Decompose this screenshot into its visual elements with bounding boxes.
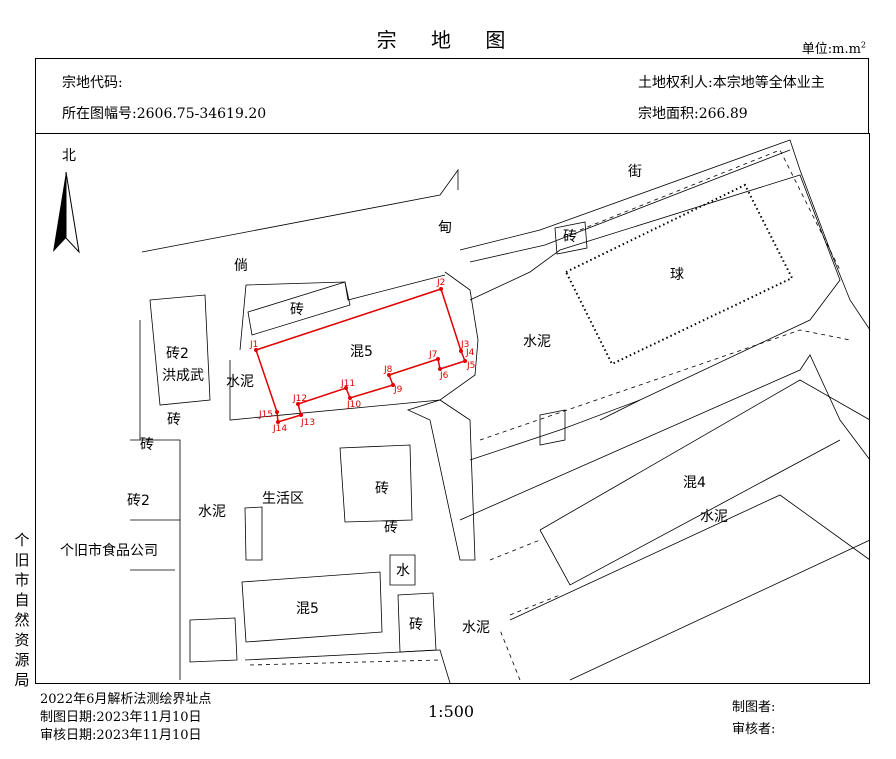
map-label: 砖2: [127, 493, 150, 509]
point-label: J3: [460, 340, 469, 350]
side-label: 个旧市自然资源局: [14, 531, 30, 689]
north-arrow-icon: [53, 171, 80, 254]
reviewer: 审核者:: [732, 722, 776, 737]
map-label: 甸: [438, 220, 452, 236]
map-frame: [35, 133, 870, 684]
land-owner: 土地权利人:本宗地等全体业主: [638, 75, 825, 91]
drafter: 制图者:: [732, 700, 776, 715]
map-label: 砖: [384, 520, 398, 536]
point-label: J6: [439, 371, 449, 381]
point-label: J12: [292, 394, 307, 404]
map-label: 水泥: [700, 509, 728, 525]
map-label: 砖: [375, 481, 389, 497]
review-date: 审核日期:2023年11月10日: [40, 728, 202, 743]
map-label: 倘: [234, 258, 248, 274]
map-label: 砖2: [166, 346, 189, 362]
map-label: 水泥: [226, 374, 254, 390]
point-label: J11: [340, 379, 355, 389]
map-label: 砖: [140, 437, 154, 453]
map-linework: [130, 139, 871, 684]
point-label: J10: [346, 400, 361, 410]
parcel-code: 宗地代码:: [62, 75, 123, 91]
map-label: 混5: [296, 601, 319, 617]
map-label: 水泥: [523, 334, 551, 350]
map-label: 混5: [350, 344, 373, 360]
map-label: 水泥: [198, 504, 226, 520]
point-label: J2: [436, 278, 445, 288]
point-label: J13: [300, 418, 315, 428]
scale: 1:500: [428, 702, 475, 721]
map-label: 砖: [167, 412, 181, 428]
unit-label: 单位:m.m2: [802, 38, 866, 57]
map-label: 洪成武: [162, 368, 204, 384]
map-label: 生活区: [262, 491, 304, 507]
point-label: J1: [249, 340, 258, 350]
survey-note: 2022年6月解析法测绘界址点: [40, 692, 212, 707]
map-label: 街: [628, 164, 642, 180]
map-label: 水: [396, 563, 410, 579]
point-label: J8: [383, 365, 393, 375]
north-label: 北: [62, 148, 76, 164]
map-labels: 北 街 甸 倘 砖 球 砖 混5 水泥 砖2 洪成武 水泥 砖 砖 砖2 水泥 …: [60, 148, 728, 636]
header-info-box: [35, 58, 869, 133]
map-label: 砖: [563, 229, 577, 245]
unit-text: 单位:m.m: [801, 42, 861, 57]
sheet-number: 所在图幅号:2606.75-34619.20: [62, 106, 267, 122]
draw-date: 制图日期:2023年11月10日: [40, 710, 202, 725]
map-label: 球: [670, 267, 684, 283]
point-label: J15: [258, 410, 273, 420]
map-label: 砖: [290, 302, 304, 318]
map-title: 宗 地 图: [376, 28, 520, 52]
point-label: J4: [465, 348, 475, 358]
boundary-points: J1 J2 J3 J4 J5 J6 J7 J8 J9 J10 J11 J12 J…: [249, 278, 475, 434]
unit-superscript: 2: [860, 40, 866, 50]
map-label: 混4: [683, 475, 706, 491]
parcel-area: 宗地面积:266.89: [638, 106, 748, 122]
dashed-boundaries: [249, 149, 851, 681]
map-label: 个旧市食品公司: [60, 542, 158, 559]
map-label: 砖: [409, 617, 423, 633]
point-label: J5: [466, 361, 475, 371]
point-label: J9: [393, 385, 403, 395]
map-label: 水泥: [462, 620, 490, 636]
point-label: J7: [428, 350, 437, 360]
point-label: J14: [272, 424, 287, 434]
